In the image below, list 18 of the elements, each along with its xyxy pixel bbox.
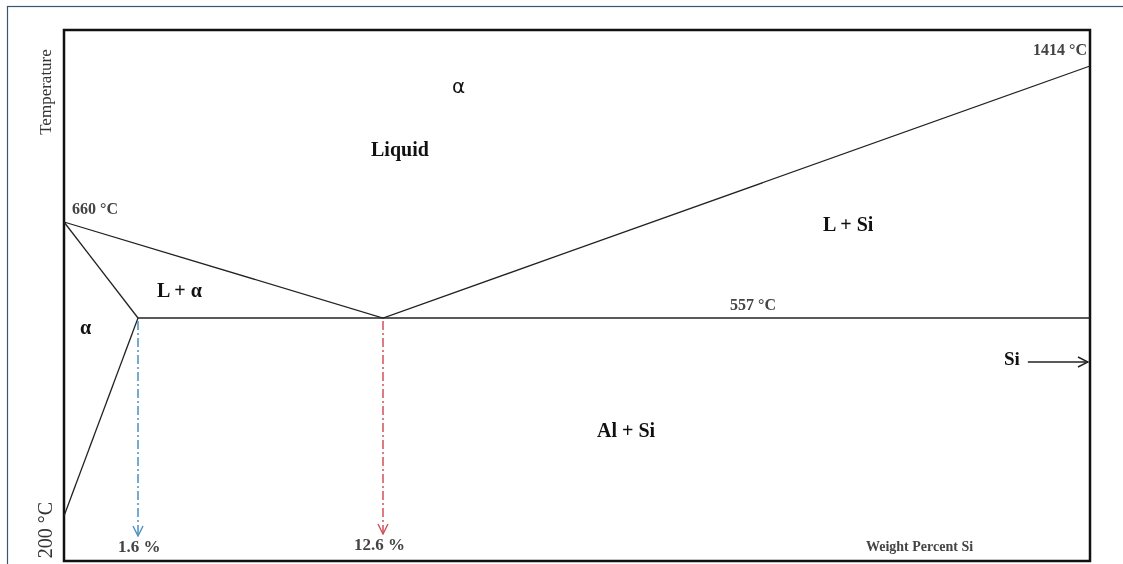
phase-label: α [452, 76, 466, 96]
arrow [377, 320, 389, 535]
composition-label: 12.6 % [354, 536, 405, 553]
phase-label: L + α [157, 280, 202, 300]
phase-label: Liquid [371, 139, 429, 159]
phase-label: L + Si [823, 214, 874, 234]
composition-label: 1.6 % [118, 538, 161, 555]
arrow [132, 320, 144, 537]
arrow [1027, 356, 1089, 368]
phase-label: Al + Si [597, 420, 656, 440]
phase-label: α [80, 317, 92, 337]
value-label: 660 °C [72, 201, 118, 217]
axis-label: Temperature [36, 49, 54, 135]
value-label: 1414 °C [1033, 42, 1087, 58]
component-label: Si [1004, 349, 1020, 368]
value-label: 557 °C [730, 297, 776, 313]
value-label: Weight Percent Si [866, 540, 974, 554]
axis-label: 200 °C [35, 501, 55, 559]
